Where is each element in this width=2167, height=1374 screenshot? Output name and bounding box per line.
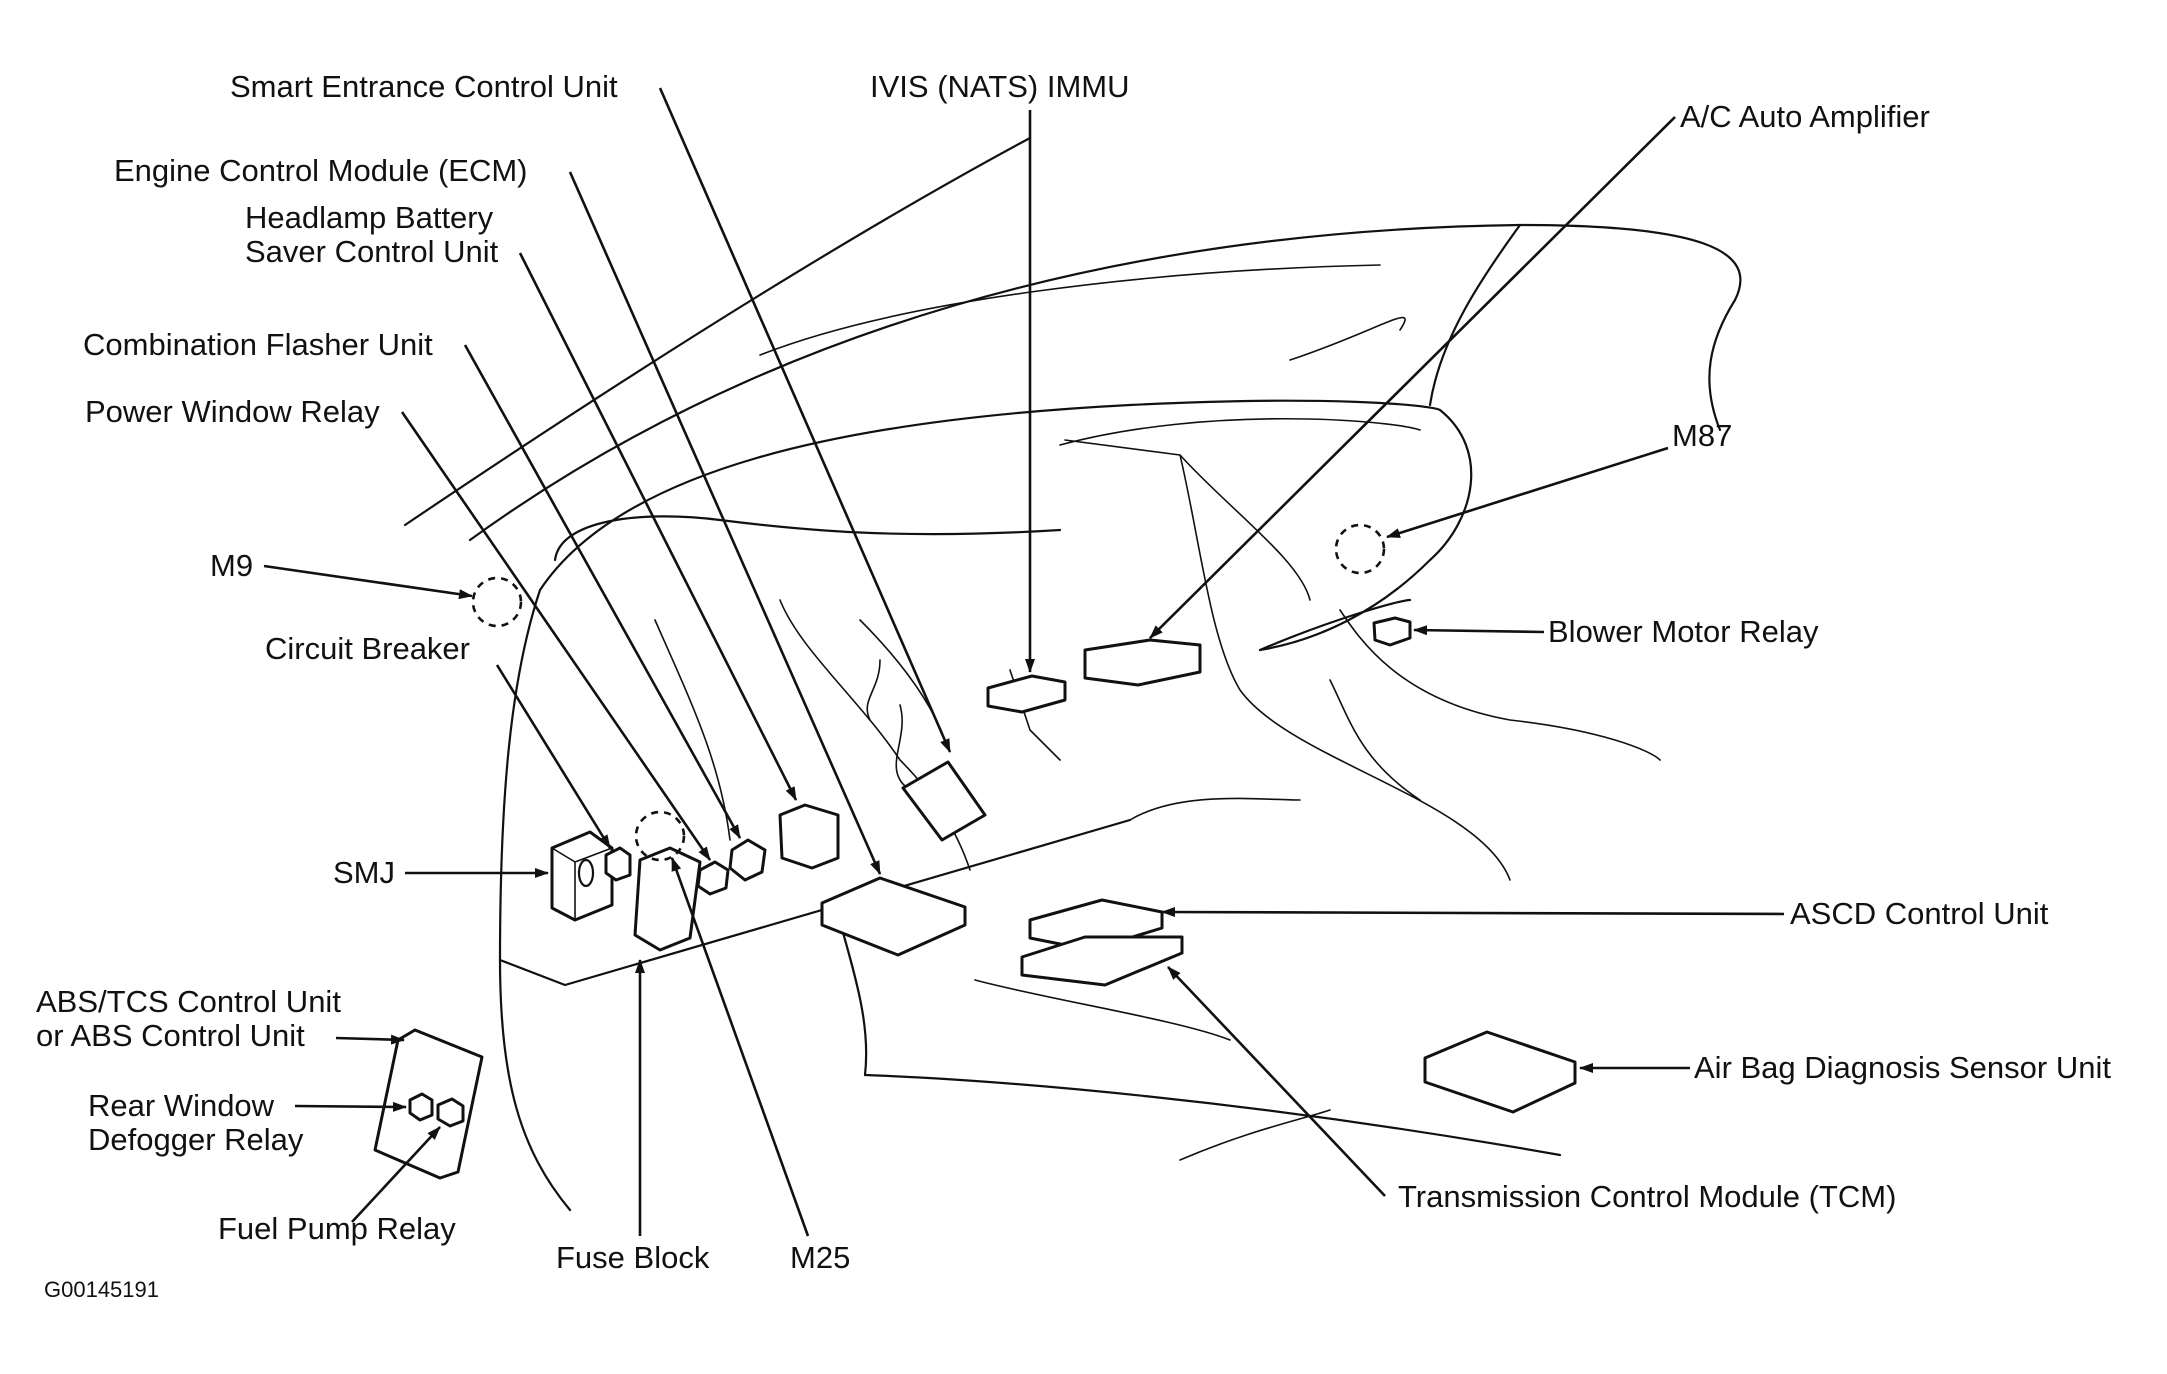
ac-amplifier-block xyxy=(1083,638,1202,687)
leader-fuel-pump xyxy=(351,1126,441,1223)
smj-connector-block xyxy=(550,830,614,922)
label-smj: SMJ xyxy=(333,855,395,890)
m25-connector xyxy=(634,810,686,862)
leader-headlamp xyxy=(518,252,798,801)
label-rear-window-line1: Rear Window xyxy=(88,1088,275,1123)
label-fuel-pump: Fuel Pump Relay xyxy=(218,1211,456,1246)
leader-m87 xyxy=(1386,446,1669,539)
leader-combination-flasher xyxy=(463,344,742,839)
label-tcm: Transmission Control Module (TCM) xyxy=(1398,1179,1897,1214)
leader-ecm xyxy=(568,171,882,875)
label-combination-flasher: Combination Flasher Unit xyxy=(83,327,433,362)
label-rear-window-line2: Defogger Relay xyxy=(88,1122,304,1157)
m87-connector xyxy=(1334,523,1386,575)
ivis-block xyxy=(986,674,1067,714)
leader-lines xyxy=(263,87,1785,1237)
label-abs-line2: or ABS Control Unit xyxy=(36,1018,305,1053)
label-circuit-breaker: Circuit Breaker xyxy=(265,631,470,666)
label-m25: M25 xyxy=(790,1240,851,1275)
label-abs-line1: ABS/TCS Control Unit xyxy=(36,984,341,1019)
airbag-sensor-block xyxy=(1423,1030,1577,1114)
label-ascd: ASCD Control Unit xyxy=(1790,896,2049,931)
label-fuse-block: Fuse Block xyxy=(556,1240,710,1275)
label-ac-amplifier: A/C Auto Amplifier xyxy=(1680,99,1930,134)
headlamp-saver-block xyxy=(778,803,840,870)
label-power-window: Power Window Relay xyxy=(85,394,380,429)
leader-tcm xyxy=(1167,966,1386,1197)
component-blocks xyxy=(373,523,1577,1180)
combination-flasher-block xyxy=(728,838,767,882)
leader-m9 xyxy=(263,564,473,600)
power-window-relay-block xyxy=(696,860,730,896)
smart-entrance-block xyxy=(901,760,987,842)
tcm-block xyxy=(1020,935,1184,987)
m9-connector xyxy=(471,576,523,628)
leader-rear-window xyxy=(294,1101,407,1112)
label-blower: Blower Motor Relay xyxy=(1548,614,1819,649)
blower-motor-relay-block xyxy=(1372,616,1412,647)
leader-blower xyxy=(1413,625,1545,636)
ecm-block xyxy=(820,876,967,957)
figure-id: G00145191 xyxy=(44,1277,159,1302)
leader-ac-amplifier xyxy=(1149,116,1676,639)
leader-m25 xyxy=(670,857,810,1237)
leader-power-window xyxy=(400,411,712,861)
label-headlamp-line1: Headlamp Battery xyxy=(245,200,494,235)
rear-window-relay-block xyxy=(408,1092,434,1122)
label-ecm: Engine Control Module (ECM) xyxy=(114,153,528,188)
fuse-block-shape xyxy=(633,846,702,952)
label-m9: M9 xyxy=(210,548,254,583)
label-ivis: IVIS (NATS) IMMU xyxy=(870,69,1130,104)
label-airbag: Air Bag Diagnosis Sensor Unit xyxy=(1694,1050,2111,1085)
leader-smart-entrance xyxy=(658,87,952,753)
circuit-breaker-block xyxy=(604,846,632,882)
leader-circuit-breaker xyxy=(495,664,612,849)
leader-ascd xyxy=(1161,907,1785,918)
fuel-pump-relay-block xyxy=(436,1097,465,1128)
leader-abs xyxy=(335,1034,405,1045)
label-smart-entrance: Smart Entrance Control Unit xyxy=(230,69,618,104)
label-m87: M87 xyxy=(1672,418,1733,453)
label-headlamp-line2: Saver Control Unit xyxy=(245,234,499,269)
